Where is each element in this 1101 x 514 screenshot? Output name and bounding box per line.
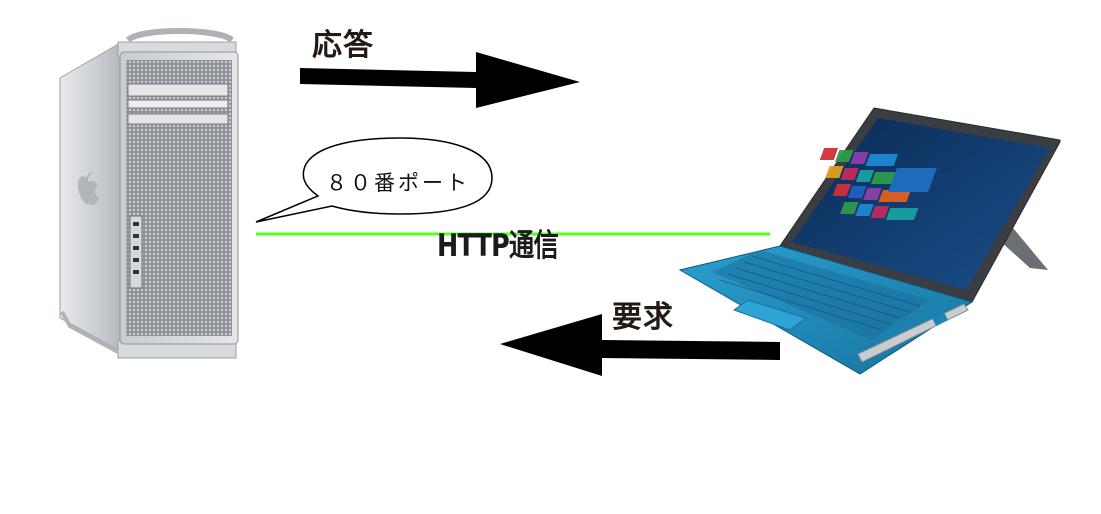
port-bubble-text: ８０番ポート: [326, 171, 470, 195]
request-arrow: [500, 314, 780, 376]
http-protocol-label: HTTP通信: [437, 228, 559, 264]
response-label: 応答: [312, 28, 374, 63]
surface-tablet-icon: [678, 107, 1061, 375]
request-label: 要求: [612, 300, 674, 335]
response-arrow: [300, 52, 580, 108]
mac-pro-tower-icon: [59, 28, 239, 359]
port-speech-bubble: [255, 137, 493, 223]
